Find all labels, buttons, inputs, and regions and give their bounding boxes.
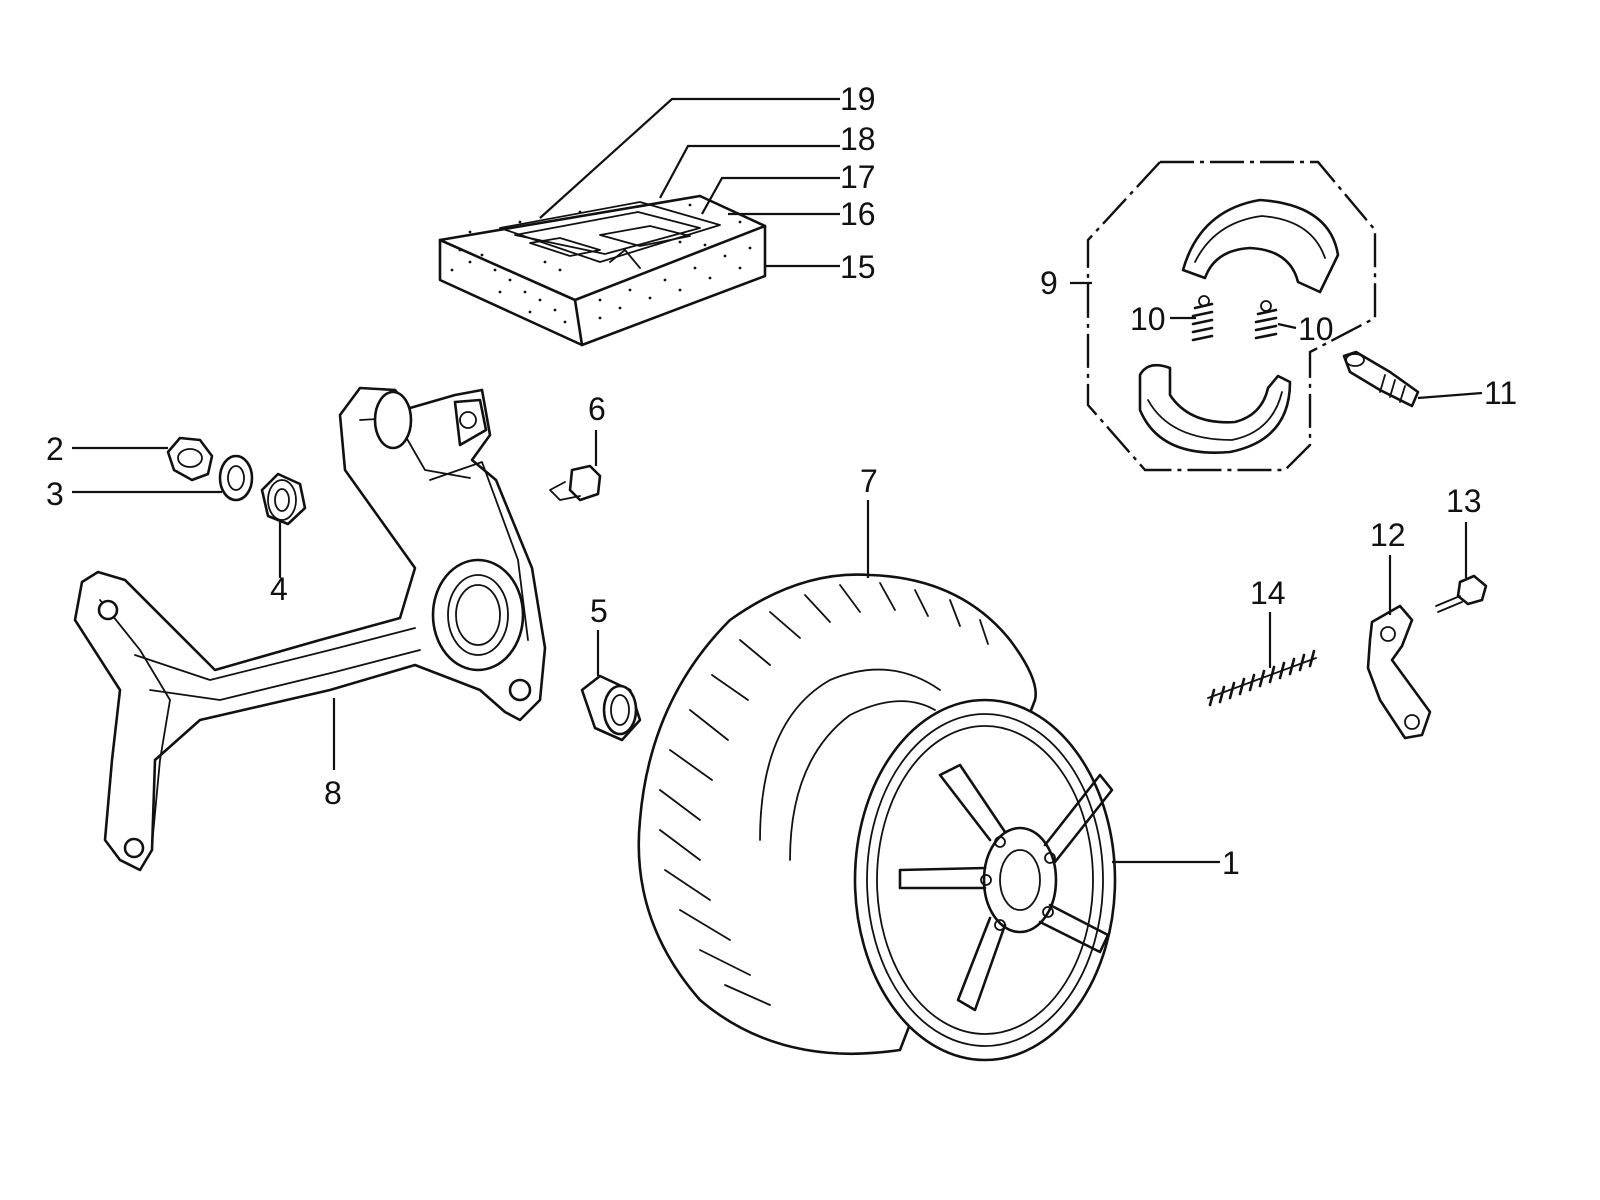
callout-16: 16 [840, 196, 876, 232]
part-swing-arm [73, 386, 547, 872]
callout-6: 6 [588, 391, 606, 427]
leader-lines [72, 97, 1483, 864]
part-bolt [1435, 574, 1488, 613]
part-pad-assembly [438, 194, 767, 347]
callout-1: 1 [1222, 845, 1240, 881]
callout-10-right: 10 [1298, 311, 1334, 347]
callout-13: 13 [1446, 483, 1482, 519]
callout-5: 5 [590, 593, 608, 629]
callout-labels: 19 18 17 16 15 9 10 10 11 2 3 4 6 7 5 8 … [46, 81, 1517, 881]
part-spring [1207, 649, 1317, 707]
callout-2: 2 [46, 431, 64, 467]
callout-7: 7 [860, 463, 878, 499]
part-brake-shoe-group [1086, 160, 1420, 472]
part-spacer [580, 674, 642, 742]
callout-19: 19 [840, 81, 876, 117]
callout-12: 12 [1370, 517, 1406, 553]
callout-11: 11 [1484, 375, 1517, 411]
part-wheel-rim [853, 698, 1117, 1062]
part-lever [1366, 604, 1432, 740]
callout-15: 15 [840, 249, 876, 285]
callout-9: 9 [1040, 265, 1058, 301]
callout-8: 8 [324, 775, 342, 811]
callout-14: 14 [1250, 575, 1286, 611]
callout-17: 17 [840, 159, 876, 195]
part-nut-washer-bush [166, 436, 307, 526]
callout-3: 3 [46, 476, 64, 512]
callout-4: 4 [270, 571, 288, 607]
part-fitting [549, 464, 602, 502]
callout-10-left: 10 [1130, 301, 1166, 337]
callout-18: 18 [840, 121, 876, 157]
